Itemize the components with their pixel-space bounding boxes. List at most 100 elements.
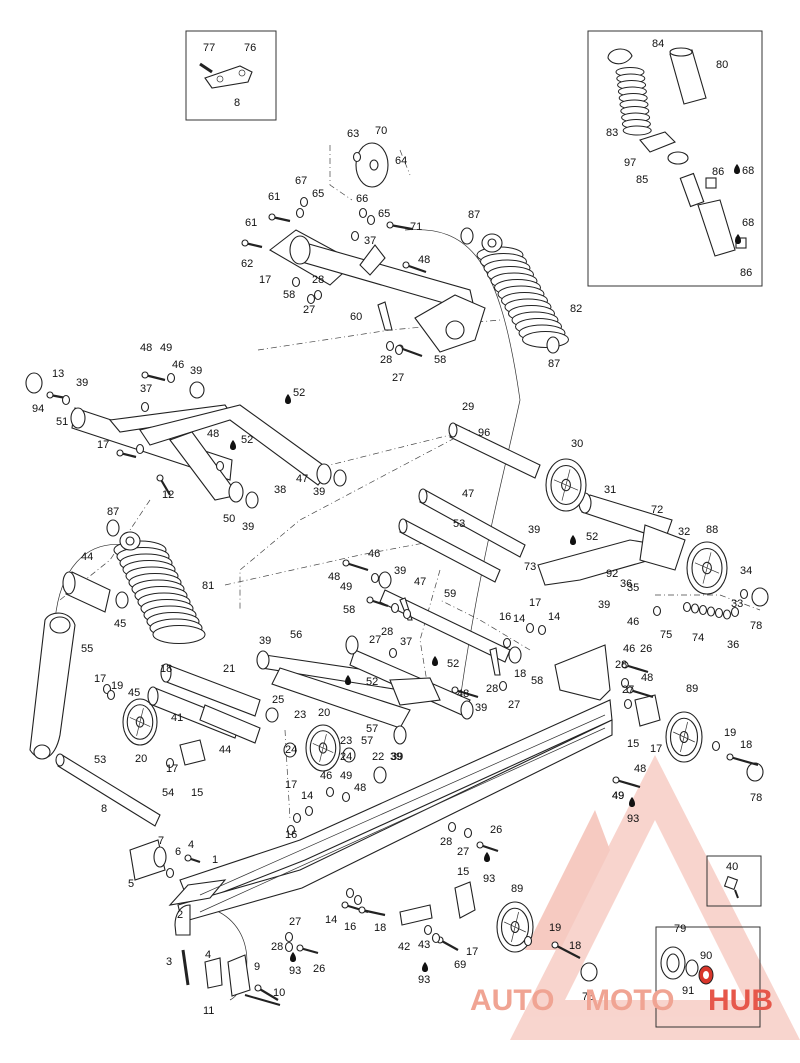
callout-15: 15	[627, 738, 639, 750]
callout-26: 26	[640, 643, 652, 655]
idler-wheel-89-lower	[496, 901, 534, 953]
callout-48: 48	[634, 763, 646, 775]
callout-65: 65	[312, 188, 324, 200]
callout-68: 68	[742, 217, 754, 229]
callout-27: 27	[369, 634, 381, 646]
callout-46: 46	[627, 616, 639, 628]
callout-40: 40	[726, 861, 738, 873]
callout-14: 14	[325, 914, 337, 926]
callout-19: 19	[724, 727, 736, 739]
callout-17: 17	[285, 779, 297, 791]
callout-27: 27	[508, 699, 520, 711]
callout-4: 4	[205, 949, 211, 961]
callout-47: 47	[462, 488, 474, 500]
callout-92: 92	[606, 568, 618, 580]
callout-14: 14	[301, 790, 313, 802]
callout-6: 6	[175, 846, 181, 858]
callout-39: 39	[528, 524, 540, 536]
guide-block-15	[179, 694, 661, 919]
callout-24: 24	[340, 751, 352, 763]
callout-57: 57	[361, 735, 373, 747]
callout-28: 28	[615, 659, 627, 671]
callout-43: 43	[418, 939, 430, 951]
callout-65: 65	[378, 208, 390, 220]
callout-17: 17	[259, 274, 271, 286]
idler-wheel-20-right	[305, 724, 341, 772]
callout-28: 28	[440, 836, 452, 848]
watermark-text-moto: MOTO	[585, 984, 674, 1017]
callout-39: 39	[259, 635, 271, 647]
callout-71: 71	[410, 221, 422, 233]
callout-64: 64	[395, 155, 407, 167]
callout-17: 17	[466, 946, 478, 958]
callout-39: 39	[475, 702, 487, 714]
callout-74: 74	[692, 632, 704, 644]
callout-48: 48	[641, 672, 653, 684]
callout-76: 76	[244, 42, 256, 54]
callout-97: 97	[624, 157, 636, 169]
callout-61: 61	[245, 217, 257, 229]
idler-wheel-30	[545, 458, 587, 512]
callout-72: 72	[651, 504, 663, 516]
callout-85: 85	[636, 174, 648, 186]
callout-46: 46	[368, 548, 380, 560]
callout-77: 77	[203, 42, 215, 54]
callout-73: 73	[524, 561, 536, 573]
axle-53-lower	[55, 753, 161, 827]
inset-box-wheel-bearing	[655, 926, 761, 1028]
callout-52: 52	[366, 676, 378, 688]
callout-21: 21	[223, 663, 235, 675]
callout-47: 47	[296, 473, 308, 485]
callout-16: 16	[285, 829, 297, 841]
slide-rail-1	[168, 644, 613, 936]
callout-90: 90	[700, 950, 712, 962]
shafts-21-41-44	[147, 663, 387, 784]
front-arm-60	[269, 229, 486, 353]
callout-82: 82	[570, 303, 582, 315]
callout-19: 19	[549, 922, 561, 934]
callout-13: 13	[52, 368, 64, 380]
callout-41: 41	[171, 712, 183, 724]
idler-wheel-89-upper	[665, 711, 703, 763]
callout-37: 37	[400, 636, 412, 648]
callout-18: 18	[160, 663, 172, 675]
callout-47: 47	[414, 576, 426, 588]
callout-94: 94	[32, 403, 44, 415]
callout-25: 25	[272, 694, 284, 706]
callout-62: 62	[241, 258, 253, 270]
callout-45: 45	[114, 618, 126, 630]
callout-39: 39	[76, 377, 88, 389]
callout-17: 17	[650, 743, 662, 755]
grease-fitting-40	[723, 875, 739, 899]
callout-50: 50	[223, 513, 235, 525]
callout-9: 9	[254, 961, 260, 973]
shock-absorber-82	[460, 227, 569, 354]
callout-46: 46	[623, 643, 635, 655]
callout-58: 58	[343, 604, 355, 616]
callout-46: 46	[172, 359, 184, 371]
callout-69: 69	[454, 959, 466, 971]
callout-7: 7	[158, 835, 164, 847]
inset-box-grease-fitting	[706, 855, 762, 907]
callout-39: 39	[390, 751, 402, 763]
callout-29: 29	[462, 401, 474, 413]
callout-61: 61	[268, 191, 280, 203]
callout-93: 93	[289, 965, 301, 977]
callout-14: 14	[548, 611, 560, 623]
callout-2: 2	[177, 909, 183, 921]
callout-87: 87	[468, 209, 480, 221]
callout-27: 27	[392, 372, 404, 384]
roller-wheel-70	[355, 142, 389, 188]
shock-spring-inset	[607, 47, 707, 105]
callout-18: 18	[740, 739, 752, 751]
callout-23: 23	[294, 709, 306, 721]
guide-block-5	[129, 839, 167, 881]
watermark-text-hub: HUB	[708, 984, 773, 1017]
callout-83: 83	[606, 127, 618, 139]
callout-49: 49	[340, 770, 352, 782]
callout-31: 31	[604, 484, 616, 496]
callout-26: 26	[313, 963, 325, 975]
callout-23: 23	[340, 735, 352, 747]
callout-39: 39	[391, 751, 403, 763]
